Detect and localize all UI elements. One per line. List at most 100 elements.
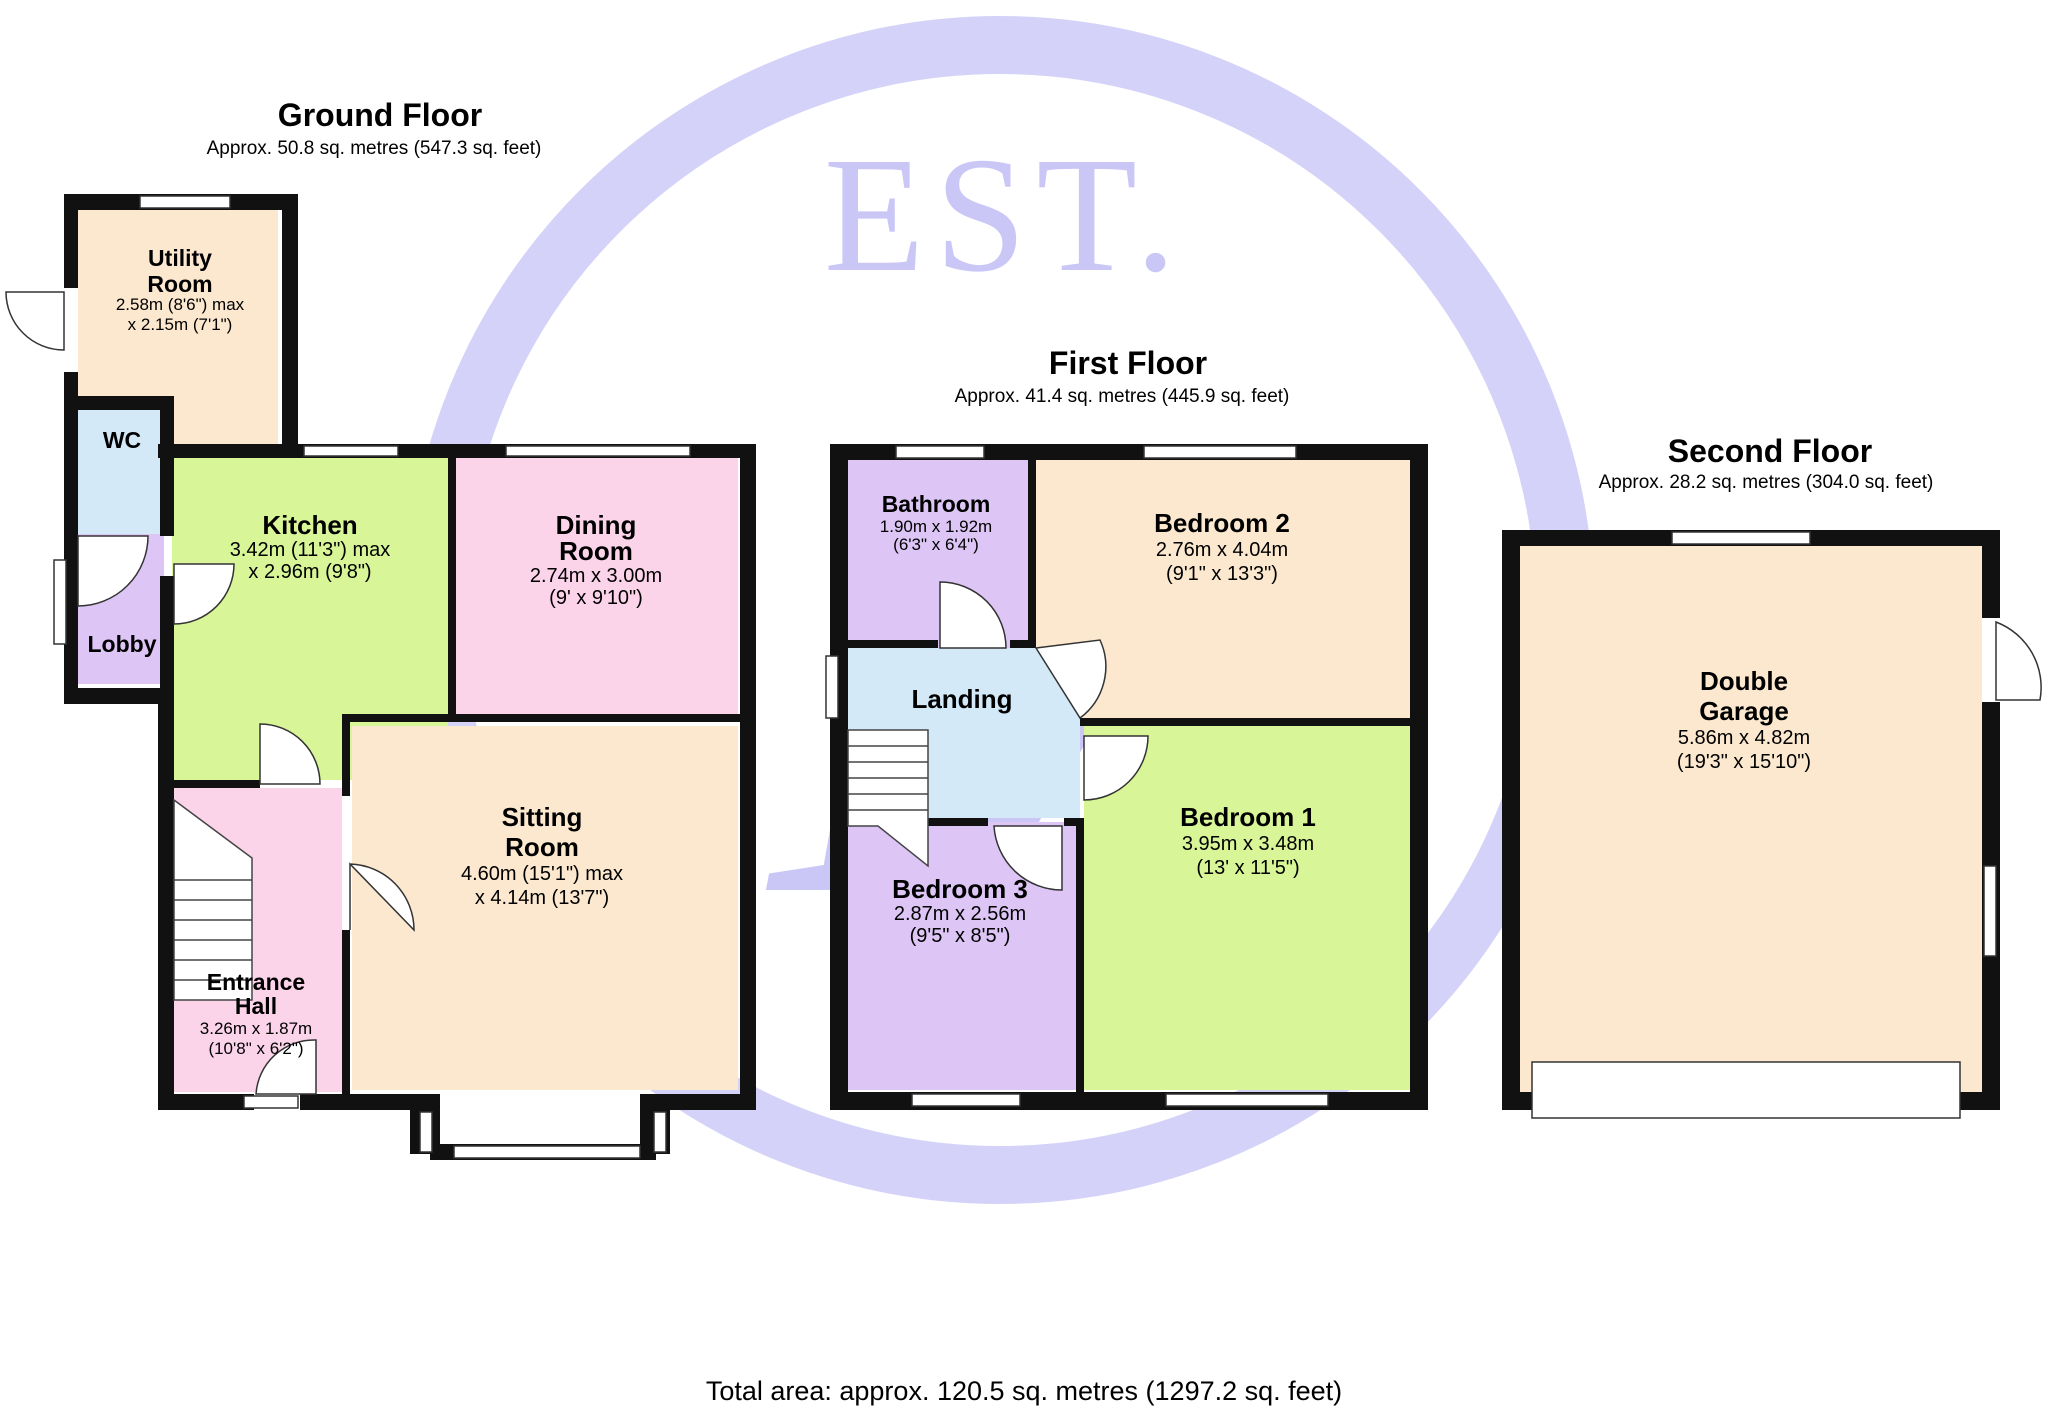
entrance-hall-dimensions: 3.26m x 1.87m: [200, 1019, 312, 1038]
bathroom-dimensions: 1.90m x 1.92m: [880, 517, 992, 536]
first-floor-plan: [825, 444, 1428, 1110]
garage-door: [1531, 1061, 1961, 1119]
window: [1671, 531, 1811, 545]
window: [419, 1111, 433, 1153]
staircase: [173, 798, 253, 1001]
door-swing: [255, 1039, 317, 1095]
ground-floor-plan: [5, 194, 756, 1160]
double-garage-name: Garage: [1699, 696, 1789, 726]
wall: [64, 372, 78, 702]
wall: [1028, 460, 1036, 648]
wc-name: WC: [103, 427, 141, 453]
bedroom-2-dimensions: (9'1" x 13'3"): [1166, 563, 1278, 585]
utility-room-name: Utility: [148, 245, 212, 271]
window: [1165, 1093, 1329, 1107]
utility-room-dimensions: x 2.15m (7'1"): [128, 315, 233, 334]
staircase: [847, 729, 929, 868]
sitting-room-name: Room: [505, 832, 579, 862]
bathroom-fill: [848, 460, 1028, 648]
wall: [342, 714, 350, 796]
wall: [1982, 530, 2000, 618]
bedroom-3-name: Bedroom 3: [892, 874, 1028, 904]
door-swing: [349, 862, 415, 932]
window: [911, 1093, 1021, 1107]
wall: [830, 444, 848, 1110]
bedroom-1-name: Bedroom 1: [1180, 802, 1316, 832]
window: [653, 1111, 667, 1153]
wall: [1502, 530, 1520, 1110]
sitting-room-dimensions: x 4.14m (13'7"): [475, 887, 609, 909]
door-swing: [259, 723, 321, 785]
wall: [160, 576, 174, 706]
entrance-hall-name: Hall: [235, 993, 277, 1019]
bedroom-1-dimensions: (13' x 11'5"): [1196, 857, 1299, 879]
wall: [160, 396, 174, 536]
double-garage-dimensions: 5.86m x 4.82m: [1678, 727, 1810, 749]
total-area: Total area: approx. 120.5 sq. metres (12…: [706, 1376, 1342, 1406]
wall: [64, 194, 78, 288]
window: [895, 445, 985, 459]
wall: [158, 1094, 254, 1110]
entrance-hall-name: Entrance: [207, 969, 305, 995]
door-swing: [77, 535, 149, 607]
door-swing: [5, 291, 65, 351]
utility-room-dimensions: 2.58m (8'6") max: [116, 295, 245, 314]
window: [453, 1145, 641, 1159]
bathroom-name: Bathroom: [882, 491, 991, 517]
wall: [1080, 718, 1418, 726]
door-swing: [993, 825, 1063, 891]
window: [243, 1095, 299, 1109]
dining-room-fill: [452, 458, 738, 718]
double-garage-dimensions: (19'3" x 15'10"): [1677, 751, 1811, 773]
door-swing: [1083, 735, 1149, 801]
wall: [158, 688, 174, 1110]
window: [825, 655, 839, 719]
window: [1983, 865, 1997, 957]
double-garage-name: Double: [1700, 666, 1788, 696]
wall: [740, 444, 756, 1110]
wall: [64, 688, 174, 704]
bedroom-3-dimensions: 2.87m x 2.56m: [894, 903, 1026, 925]
door-swing: [1034, 639, 1107, 720]
kitchen-dimensions: 3.42m (11'3") max: [230, 539, 391, 561]
wall: [64, 396, 174, 410]
dining-room-dimensions: (9' x 9'10"): [549, 587, 643, 609]
wall: [1410, 444, 1428, 1110]
wall: [282, 194, 298, 452]
window: [1143, 445, 1297, 459]
bedroom-2-name: Bedroom 2: [1154, 508, 1290, 538]
lobby-name: Lobby: [88, 631, 157, 657]
wall: [848, 640, 938, 648]
dining-room-dimensions: 2.74m x 3.00m: [530, 565, 662, 587]
wall: [650, 1094, 756, 1110]
wc-fill: [78, 410, 164, 534]
second-floor-plan: [1502, 530, 2042, 1119]
wall: [1064, 818, 1084, 826]
door-swing: [1995, 620, 2042, 701]
ground-floor-title: Ground Floor: [278, 97, 482, 133]
bedroom-1-fill: [1084, 726, 1410, 1090]
landing-name: Landing: [911, 684, 1012, 714]
dining-room-name: Room: [559, 536, 633, 566]
wall: [1010, 640, 1036, 648]
wall: [342, 714, 742, 722]
first-floor-title: First Floor: [1049, 345, 1207, 381]
window: [139, 195, 231, 209]
window: [53, 559, 67, 645]
window: [303, 445, 399, 457]
sitting-room-fill: [352, 726, 738, 1090]
kitchen-dimensions: x 2.96m (9'8"): [248, 561, 371, 583]
dining-room-name: Dining: [556, 510, 637, 540]
bedroom-2-dimensions: 2.76m x 4.04m: [1156, 539, 1288, 561]
bedroom-3-dimensions: (9'5" x 8'5"): [910, 925, 1011, 947]
sitting-room-dimensions: 4.60m (15'1") max: [461, 863, 623, 885]
wall: [172, 780, 260, 788]
entrance-hall-dimensions: (10'8" x 6'2"): [208, 1039, 303, 1058]
window: [505, 445, 691, 457]
door-swing: [939, 581, 1007, 649]
door-swing: [173, 563, 235, 625]
first-floor-area: Approx. 41.4 sq. metres (445.9 sq. feet): [955, 386, 1290, 407]
wall: [300, 1094, 424, 1110]
utility-room-name: Room: [147, 271, 212, 297]
